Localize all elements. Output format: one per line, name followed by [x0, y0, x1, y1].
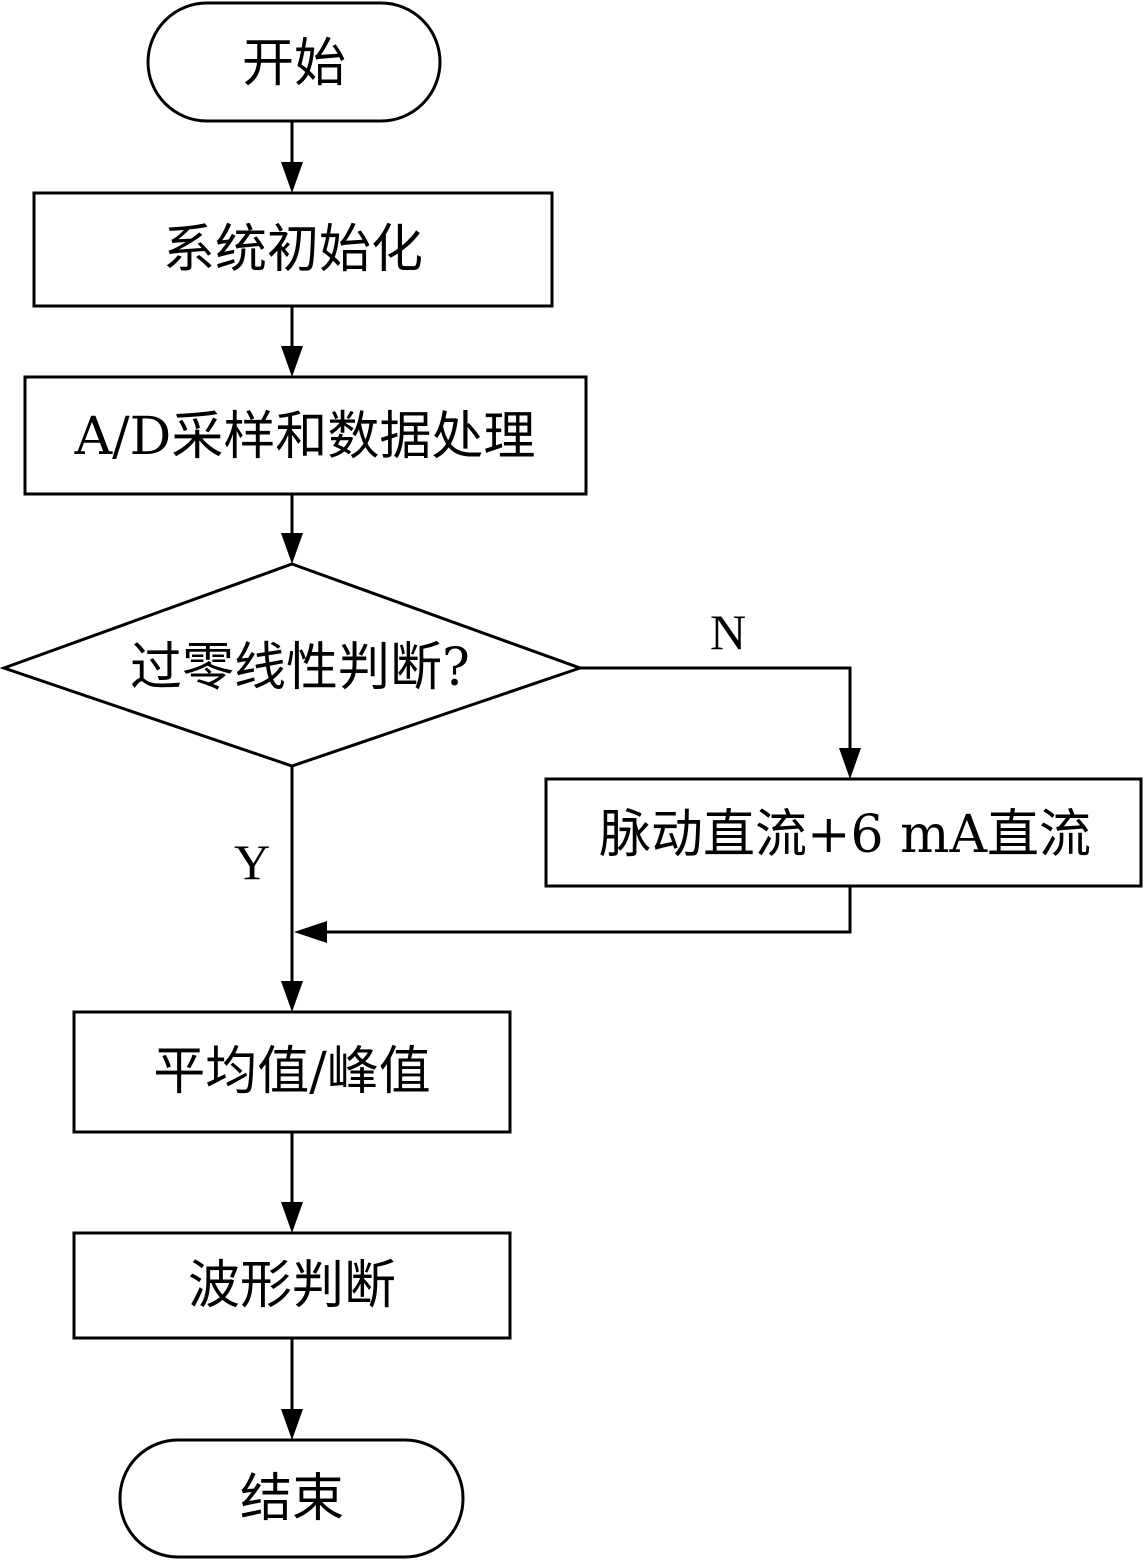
init-node: 系统初始化: [32, 191, 554, 308]
arrow-yes-branch: [281, 766, 303, 1012]
start-label: 开始: [242, 34, 346, 94]
end-label: 结束: [240, 1469, 344, 1529]
dc-process-node: 脉动直流+6 mA直流: [544, 777, 1143, 888]
yes-branch-label: Y: [234, 834, 270, 890]
sampling-label: A/D采样和数据处理: [74, 407, 536, 467]
arrow-waveform-to-end: [281, 1338, 303, 1440]
average-peak-node: 平均值/峰值: [72, 1010, 512, 1134]
init-label: 系统初始化: [163, 220, 423, 280]
waveform-label: 波形判断: [188, 1256, 396, 1316]
arrow-start-to-init: [281, 121, 303, 193]
start-node: 开始: [146, 1, 442, 123]
arrow-dc-return: [294, 886, 852, 943]
average-peak-label: 平均值/峰值: [153, 1042, 431, 1102]
arrow-no-branch: [580, 666, 861, 779]
sampling-node: A/D采样和数据处理: [23, 375, 588, 496]
arrow-average-to-waveform: [281, 1132, 303, 1233]
decision-node: 过零线性判断?: [0, 562, 585, 768]
arrow-init-to-sampling: [281, 306, 303, 377]
dc-process-label: 脉动直流+6 mA直流: [599, 805, 1091, 865]
arrow-sampling-to-decision: [281, 494, 303, 564]
no-branch-label: N: [710, 604, 746, 660]
decision-label: 过零线性判断?: [130, 638, 470, 698]
waveform-node: 波形判断: [72, 1231, 512, 1340]
end-node: 结束: [118, 1438, 465, 1559]
